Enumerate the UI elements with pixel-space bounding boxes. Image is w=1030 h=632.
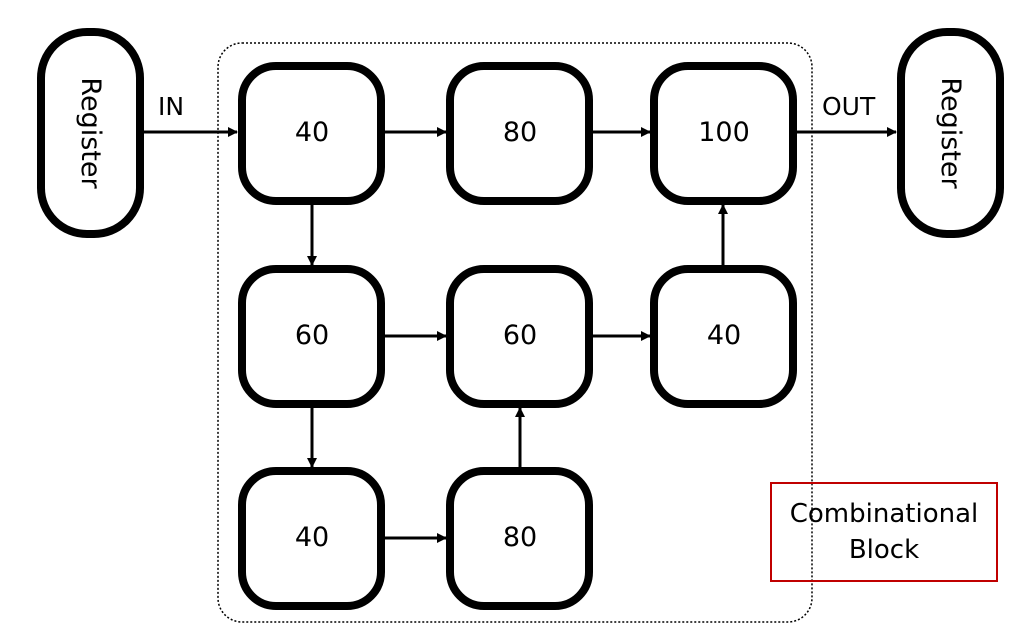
in-label: IN [158, 92, 185, 121]
node-r1c3-label: 100 [698, 117, 750, 148]
node-r2c1-label: 60 [294, 320, 330, 351]
out-label: OUT [822, 92, 876, 121]
node-r3c2 [446, 467, 593, 610]
node-r1c1-label: 40 [294, 117, 330, 148]
node-r2c3 [650, 265, 797, 408]
register-right-label: Register [935, 77, 966, 189]
combinational-block-boundary [217, 42, 813, 623]
node-r1c2-label: 80 [502, 117, 538, 148]
node-r1c1 [238, 62, 385, 205]
node-r1c3 [650, 62, 797, 205]
node-r3c1 [238, 467, 385, 610]
register-right [897, 28, 1004, 238]
legend-line-1: Combinational [789, 499, 979, 529]
register-left-label: Register [75, 77, 106, 189]
register-left [37, 28, 144, 238]
combinational-block-legend: Combinational Block [770, 482, 998, 582]
node-r2c2 [446, 265, 593, 408]
node-r1c2 [446, 62, 593, 205]
node-r3c1-label: 40 [294, 522, 330, 553]
legend-line-2: Block [848, 535, 920, 565]
node-r3c2-label: 80 [502, 522, 538, 553]
node-r2c1 [238, 265, 385, 408]
node-r2c2-label: 60 [502, 320, 538, 351]
node-r2c3-label: 40 [706, 320, 742, 351]
